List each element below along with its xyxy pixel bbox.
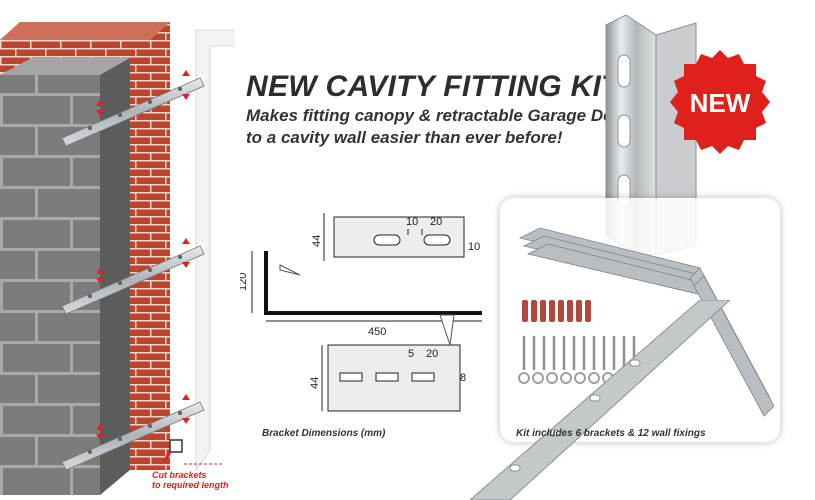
cut-brackets-note-line1: Cut brackets — [152, 470, 207, 480]
bracket-dimensions-caption: Bracket Dimensions (mm) — [262, 428, 386, 439]
subheadline-line1: Makes fitting canopy & retractable Garag… — [246, 106, 640, 125]
saw-icon — [162, 439, 224, 465]
dim-5: 5 — [408, 348, 414, 360]
dim-20-bottom: 20 — [426, 348, 438, 360]
bracket-dimension-drawing: 10 20 10 44 120 450 5 20 44 8 — [240, 213, 482, 412]
dim-120: 120 — [240, 273, 249, 291]
dim-450: 450 — [368, 326, 386, 338]
dim-44-top: 44 — [311, 235, 323, 247]
cut-brackets-note-line2: to required length — [152, 480, 229, 490]
bracket-side-view — [251, 251, 482, 322]
dim-10-top: 10 — [406, 216, 418, 228]
cavity-wall-illustration — [0, 22, 235, 495]
new-badge: NEW — [670, 50, 770, 154]
kit-contents-caption: Kit includes 6 brackets & 12 wall fixing… — [516, 428, 706, 439]
new-badge-text: NEW — [690, 88, 751, 118]
bracket-face-view — [321, 314, 461, 412]
bracket-top-view — [323, 213, 465, 261]
dim-44-bottom: 44 — [309, 377, 321, 389]
dim-10-right: 10 — [468, 241, 480, 253]
dim-20-top: 20 — [430, 216, 442, 228]
long-bracket-image — [470, 300, 730, 500]
page-title: NEW CAVITY FITTING KIT — [246, 70, 620, 103]
subheadline-line2: to a cavity wall easier than ever before… — [246, 128, 563, 147]
dim-8: 8 — [460, 372, 466, 384]
